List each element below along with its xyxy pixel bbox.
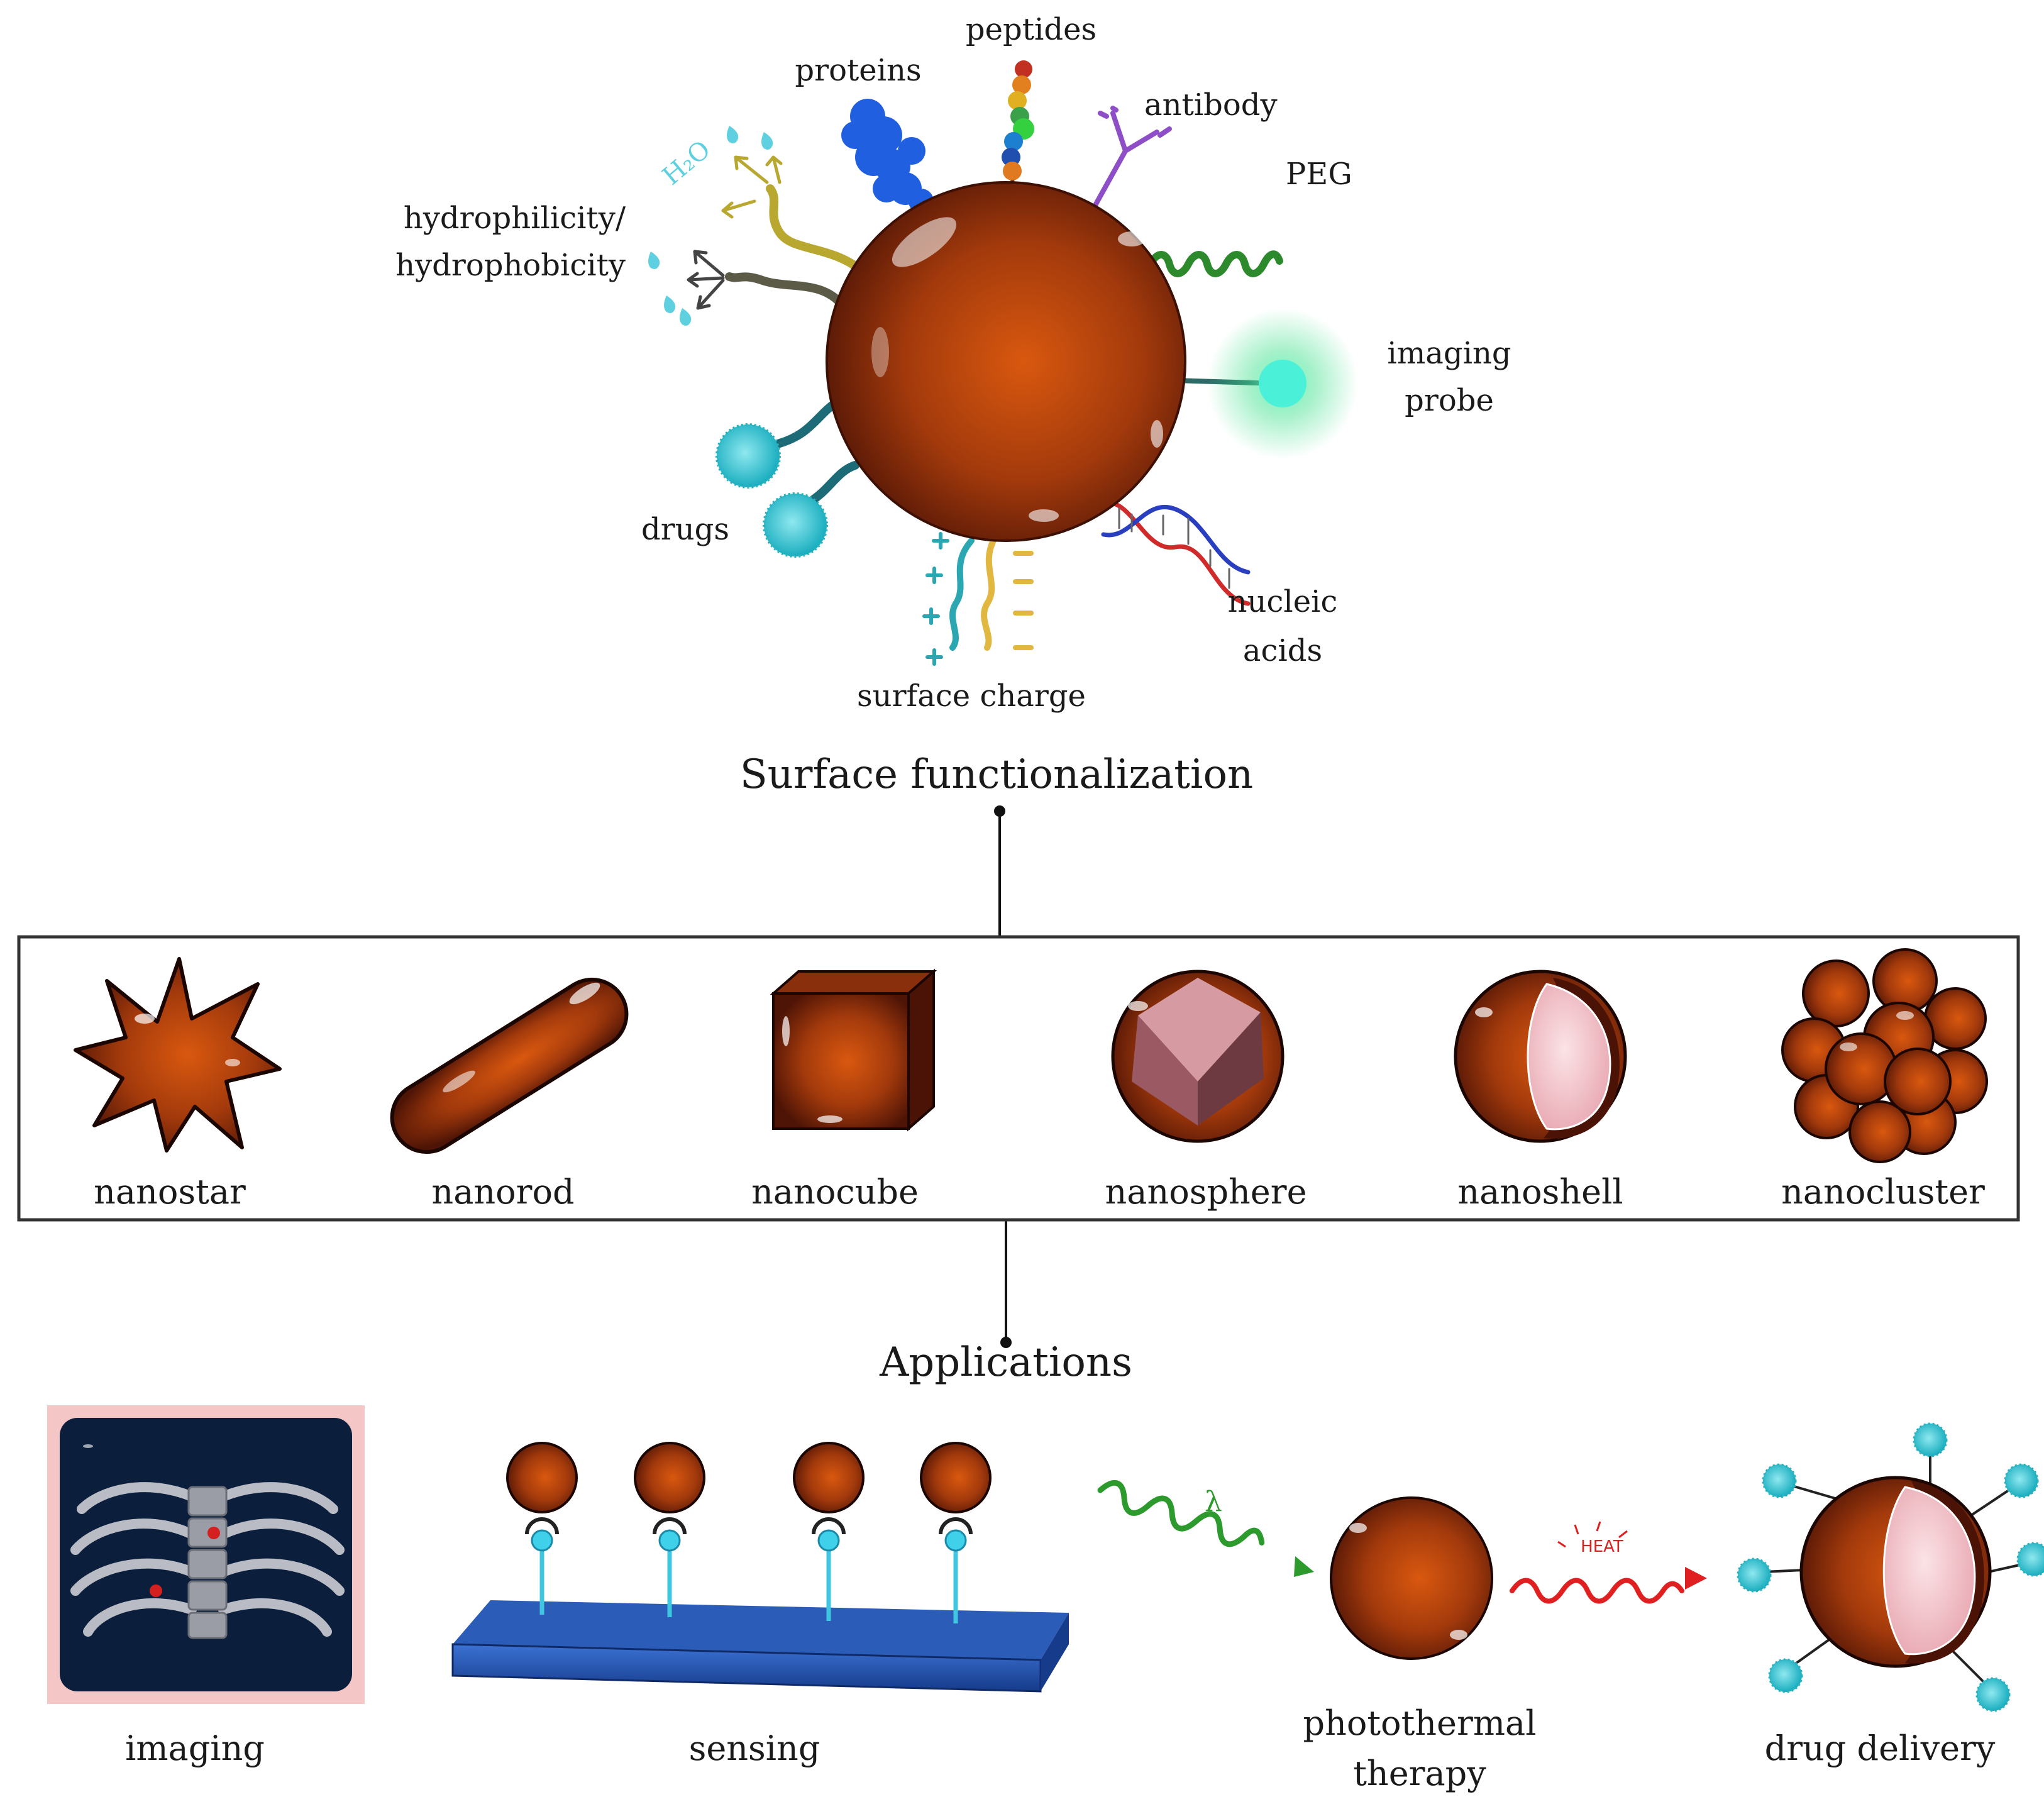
hydro-arrows <box>721 155 783 219</box>
label-nanostar: nanostar <box>94 1172 246 1212</box>
nanostar-icon <box>74 957 282 1153</box>
photothermal-icon <box>1097 1479 1707 1660</box>
sensing-icon <box>451 1442 1069 1693</box>
drug-delivery-icon <box>1737 1422 2044 1712</box>
heading-surface-functionalization: Surface functionalization <box>739 751 1254 798</box>
label-acids: acids <box>1242 633 1323 668</box>
protein-icon <box>841 99 934 214</box>
label-drug-delivery: drug delivery <box>1764 1728 1996 1768</box>
hydrophobic-chain-2 <box>725 272 844 306</box>
label-antibody: antibody <box>1144 87 1278 123</box>
label-imaging: imaging <box>125 1728 265 1768</box>
negative-charge-chain <box>981 538 997 651</box>
label-nanosphere: nanosphere <box>1105 1172 1307 1212</box>
nanocube-icon <box>770 968 937 1132</box>
connector-dot-bottom <box>1000 1337 1012 1348</box>
label-surface-charge: surface charge <box>857 678 1086 714</box>
heat-wave-arrow <box>1510 1578 1684 1604</box>
label-lambda: λ <box>1205 1486 1222 1518</box>
antibody-icon <box>1091 106 1172 210</box>
label-sensing: sensing <box>688 1728 820 1768</box>
nanoshell-icon <box>1454 970 1627 1143</box>
nanosphere-icon <box>1111 970 1284 1143</box>
hydrophobic-arrows <box>687 250 725 310</box>
drug-linker-1 <box>775 398 841 448</box>
heading-applications: Applications <box>880 1339 1132 1386</box>
label-peptides: peptides <box>965 12 1097 47</box>
label-photothermal: photothermal <box>1303 1703 1537 1743</box>
label-nanorod: nanorod <box>431 1172 575 1212</box>
label-imaging-probe-1: imaging <box>1387 336 1511 371</box>
water-droplet-icons <box>648 126 773 326</box>
positive-charge-chain <box>949 538 975 651</box>
label-nanoshell: nanoshell <box>1457 1172 1623 1212</box>
plus-charge-icons <box>922 532 949 666</box>
label-hydrophobicity: hydrophobicity <box>395 248 626 283</box>
label-drugs: drugs <box>641 512 729 547</box>
light-wave-arrow <box>1097 1479 1265 1547</box>
nanocluster-icon <box>1781 948 1988 1163</box>
gold-nanoparticle-core <box>826 181 1186 542</box>
label-nanocluster: nanocluster <box>1781 1172 1985 1212</box>
peptide-chain-icon <box>1002 60 1034 183</box>
hydrophilic-chain-1 <box>766 184 866 275</box>
nucleic-acid-icon <box>1101 500 1251 606</box>
imaging-probe-icon <box>1259 360 1307 407</box>
peg-chain <box>1147 250 1283 277</box>
label-proteins: proteins <box>795 53 922 88</box>
label-peg: PEG <box>1286 157 1352 192</box>
label-nucleic: nucleic <box>1227 584 1338 619</box>
label-nanocube: nanocube <box>751 1172 919 1212</box>
label-therapy: therapy <box>1353 1754 1486 1793</box>
nanorod-icon <box>390 977 629 1154</box>
minus-charge-icons <box>1013 551 1034 650</box>
label-heat: HEAT <box>1581 1537 1623 1556</box>
drug-icon-1 <box>715 423 781 489</box>
sphere-highlight <box>892 217 957 267</box>
nanoparticle-shapes-frame <box>17 935 2020 1222</box>
xray-imaging-icon <box>47 1405 365 1704</box>
label-imaging-probe-2: probe <box>1405 383 1494 418</box>
label-hydrophilicity: hydrophilicity/ <box>403 201 626 236</box>
drug-linker-2 <box>804 461 859 507</box>
drug-icon-2 <box>763 492 828 558</box>
functionalized-nanoparticle <box>648 60 1358 666</box>
